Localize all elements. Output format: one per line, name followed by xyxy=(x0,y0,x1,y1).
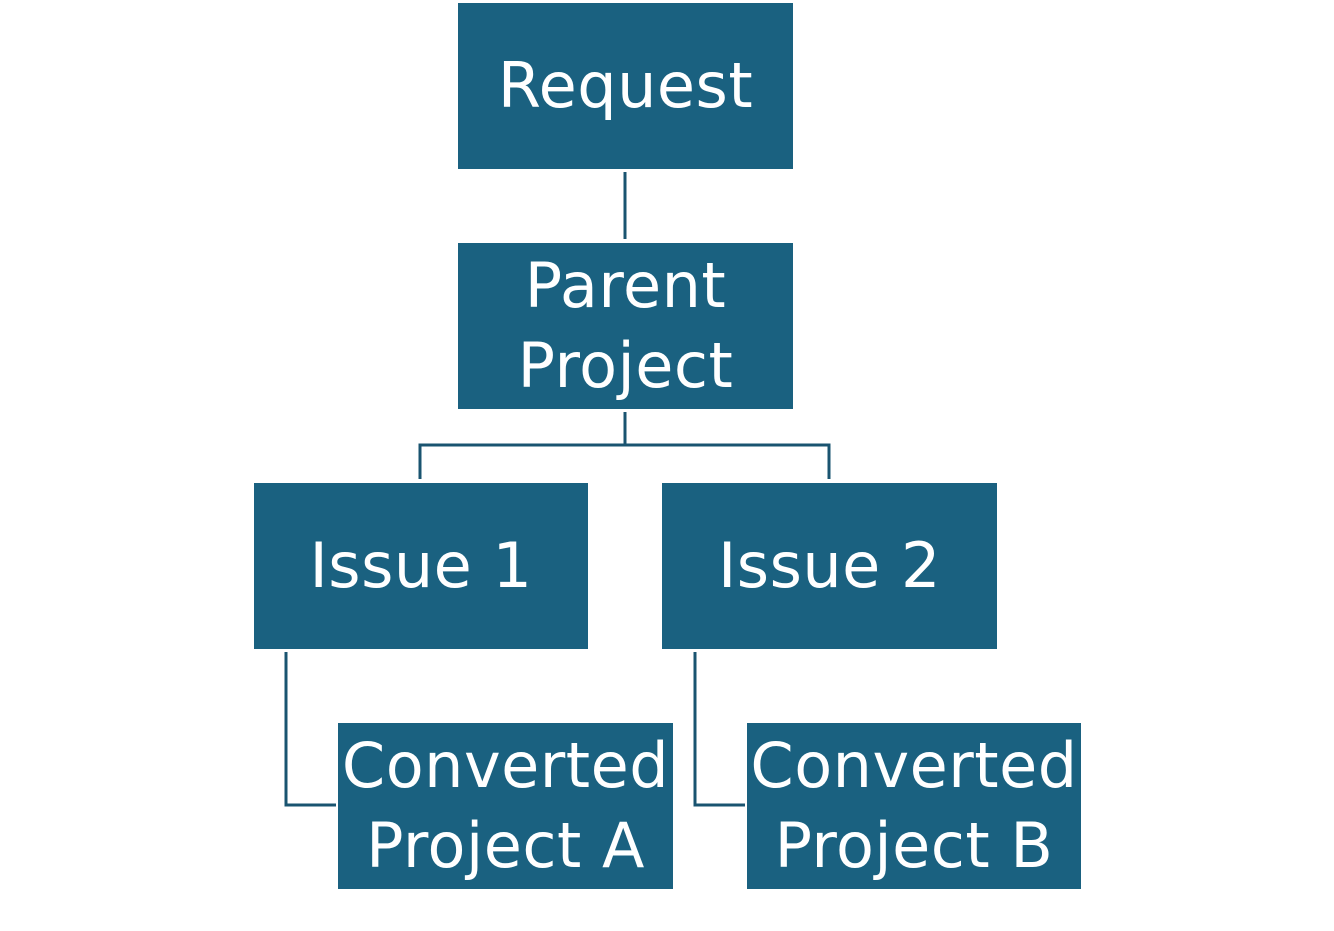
issue-1-node: Issue 1 xyxy=(254,483,588,649)
converted-project-a-node: Converted Project A xyxy=(338,723,673,889)
request-node: Request xyxy=(458,3,793,169)
connector-issue2-to-converted-b xyxy=(693,652,745,807)
issue-2-node: Issue 2 xyxy=(662,483,997,649)
converted-project-b-node: Converted Project B xyxy=(747,723,1081,889)
parent-project-node: Parent Project xyxy=(458,243,793,409)
connector-issue1-to-converted-a xyxy=(284,652,336,807)
connector-parent-to-issues xyxy=(418,412,831,479)
